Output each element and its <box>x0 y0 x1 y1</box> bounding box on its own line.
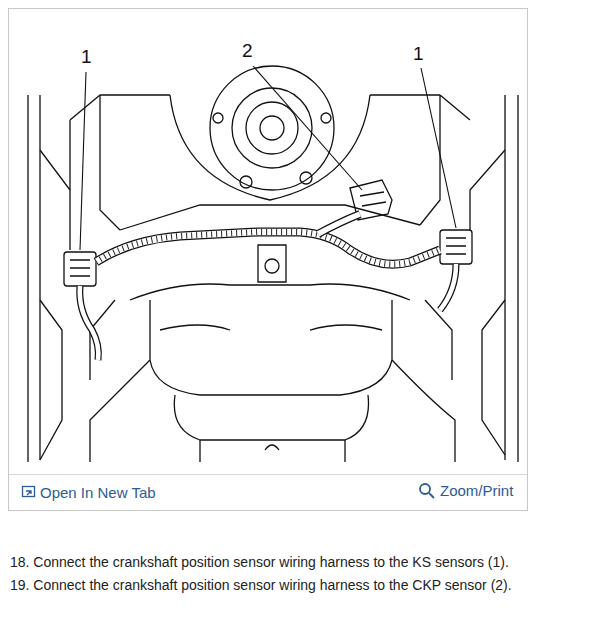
leader-line <box>80 66 456 250</box>
callout-number: 1 <box>411 43 426 65</box>
toolbar-link: Zoom/Print <box>440 482 513 499</box>
engine-linework <box>28 66 518 462</box>
instruction-step: 18. Connect the crankshaft position sens… <box>10 554 509 570</box>
open-tab-icon <box>23 487 35 497</box>
magnifier-icon <box>420 484 434 498</box>
toolbar-divider <box>9 474 527 475</box>
wiring-harness <box>80 214 456 360</box>
image-frame <box>9 9 528 511</box>
callout-number: 1 <box>79 46 94 68</box>
callout-number: 2 <box>240 40 255 62</box>
instruction-step: 19. Connect the crankshaft position sens… <box>10 577 512 593</box>
toolbar-link: Open In New Tab <box>40 484 156 501</box>
